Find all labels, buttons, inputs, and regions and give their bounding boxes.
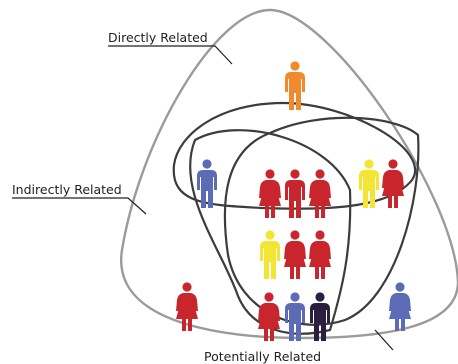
person-body [285,303,305,341]
person-head [290,61,300,71]
person-body [284,241,306,279]
person-head [182,282,192,292]
person-figure-woman-red [258,292,280,341]
person-body [260,241,280,279]
label-directly-related: Directly Related [108,30,208,45]
person-body [310,303,330,341]
person-body [259,180,281,218]
person-figure-man-orange [285,61,305,110]
set-potentially-related [223,116,420,326]
person-body [176,293,198,331]
person-body [382,170,404,208]
person-figures [176,61,411,341]
person-head [265,230,275,240]
person-figure-woman-red [309,169,331,218]
person-body [258,303,280,341]
person-head [290,169,300,179]
person-head [264,292,274,302]
person-head [315,169,325,179]
person-body [359,170,379,208]
person-figure-man-blue [197,159,217,208]
person-head [290,230,300,240]
person-head [388,159,398,169]
label-indirectly-related: Indirectly Related [12,182,122,197]
person-figure-man-navy [310,292,330,341]
person-body [285,180,305,218]
person-body [197,170,217,208]
person-head [290,292,300,302]
person-figure-man-red [285,169,305,218]
person-body [389,293,411,331]
person-body [309,180,331,218]
person-figure-woman-red [309,230,331,279]
person-head [315,292,325,302]
callout-line-indirectly-related [12,197,147,215]
person-head [202,159,212,169]
outer-boundary [120,8,458,340]
person-figure-man-blue [285,292,305,341]
callout-line-potentially-related [374,329,394,351]
person-figure-woman-red [284,230,306,279]
person-head [395,282,405,292]
callout-line-directly-related [108,45,233,65]
label-potentially-related: Potentially Related [204,349,321,364]
person-figure-woman-red [176,282,198,331]
person-figure-woman-blue [389,282,411,331]
person-body [285,72,305,110]
person-body [309,241,331,279]
person-head [364,159,374,169]
set-indirectly-related [189,129,352,335]
person-figure-man-yellow [359,159,379,208]
person-figure-woman-red [382,159,404,208]
person-head [265,169,275,179]
person-figure-woman-red [259,169,281,218]
person-head [315,230,325,240]
person-figure-man-yellow [260,230,280,279]
